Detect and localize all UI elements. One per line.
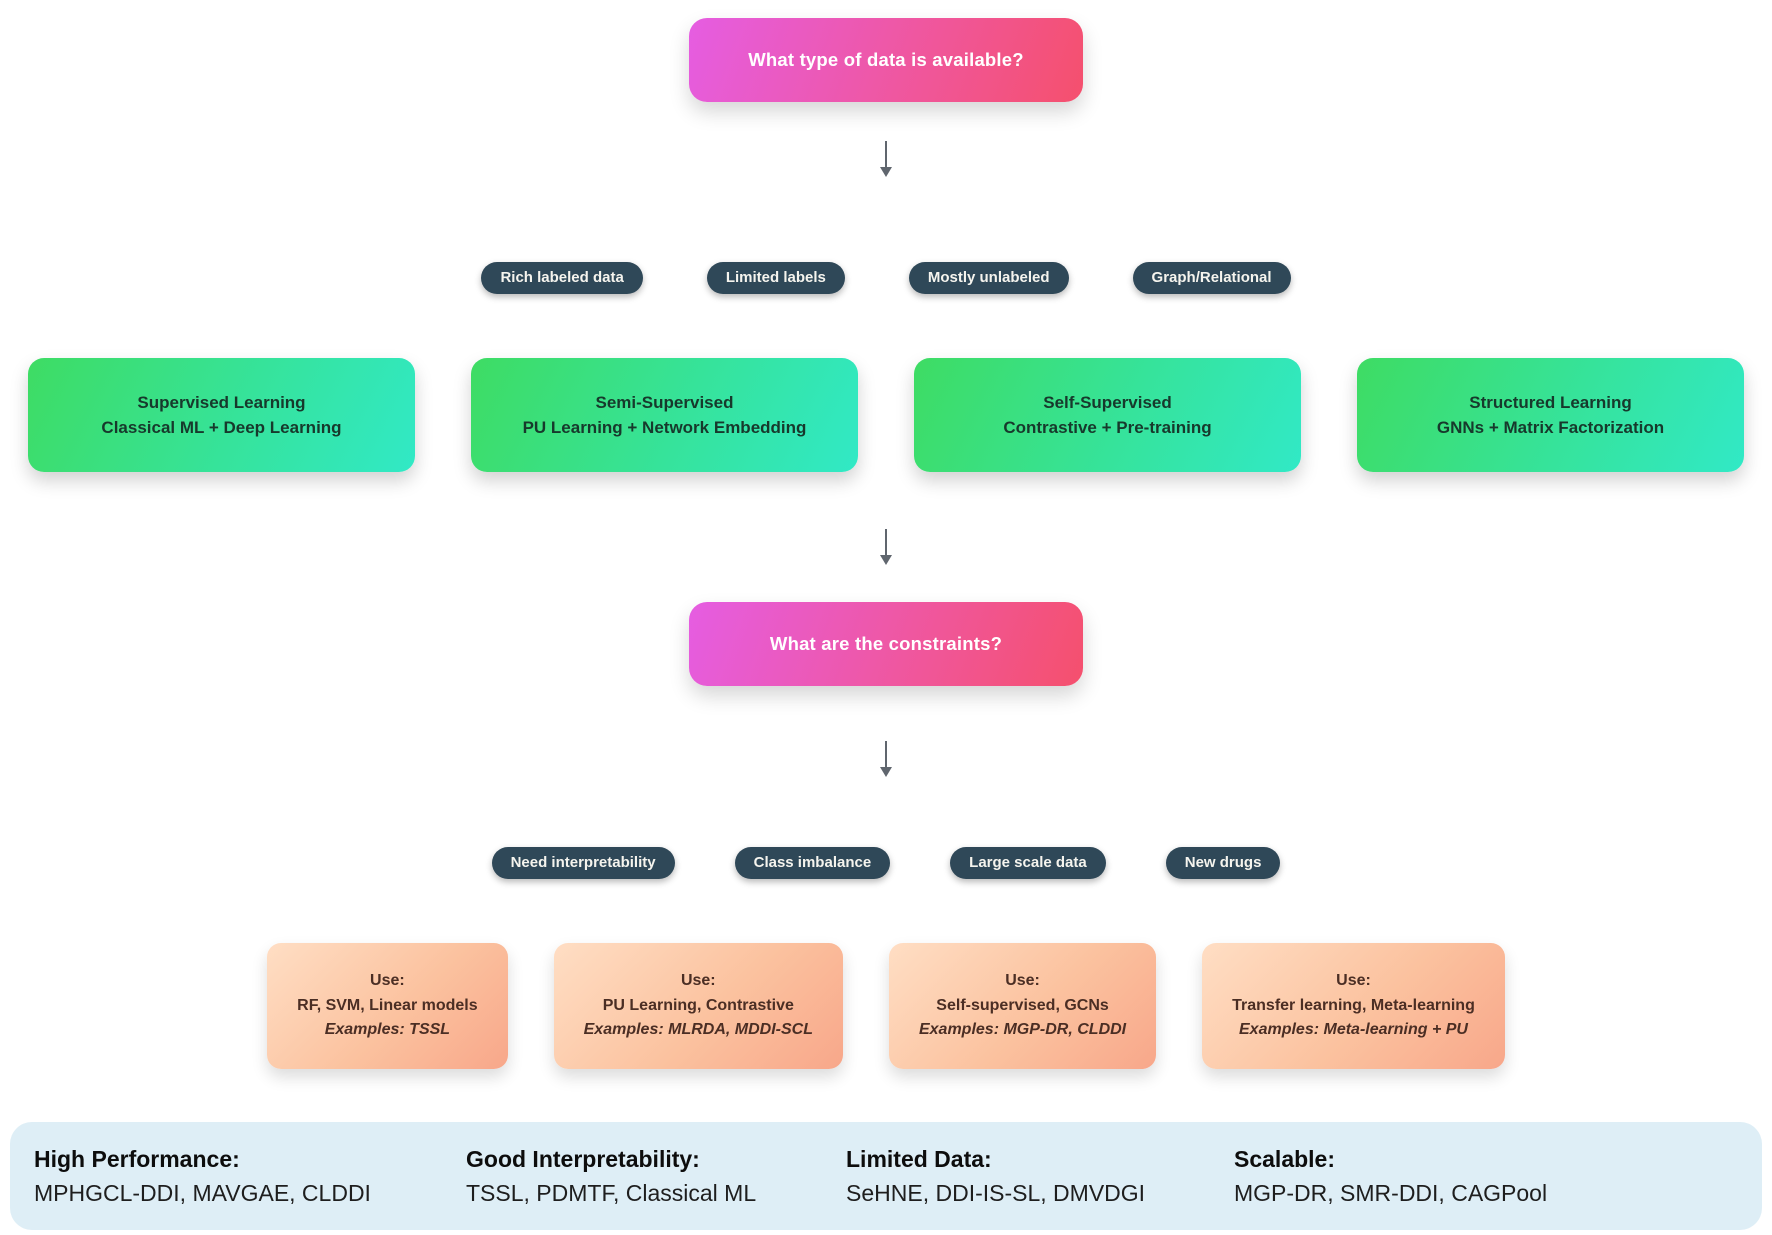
question-box-constraints: What are the constraints? (689, 602, 1083, 686)
recommendation-row: Use: RF, SVM, Linear models Examples: TS… (267, 943, 1505, 1069)
approach-title: Self-Supervised (1043, 392, 1172, 412)
approach-subtitle: GNNs + Matrix Factorization (1436, 418, 1665, 437)
summary-models: TSSL, PDMTF, Classical ML (466, 1179, 757, 1206)
summary-heading: High Performance: (34, 1145, 240, 1172)
constraint-pill-row: Need interpretability Class imbalance La… (491, 847, 1281, 879)
summary-heading: Scalable: (1234, 1145, 1335, 1172)
approach-subtitle: PU Learning + Network Embedding (522, 418, 807, 437)
down-arrow-icon (876, 140, 896, 178)
down-arrow-icon (876, 740, 896, 778)
recommended-methods: Transfer learning, Meta-learning (1232, 996, 1475, 1014)
pill-new-drugs: New drugs (1165, 847, 1281, 879)
pill-large-scale-data: Large scale data (950, 847, 1106, 879)
pill-limited-labels: Limited labels (706, 262, 845, 294)
down-arrow-icon (876, 528, 896, 566)
pill-need-interpretability: Need interpretability (491, 847, 675, 879)
question-text: What type of data is available? (748, 49, 1024, 70)
summary-models: SeHNE, DDI-IS-SL, DMVDGI (846, 1179, 1146, 1206)
summary-col-scalable: Scalable: MGP-DR, SMR-DDI, CAGPool (1234, 1146, 1738, 1207)
recommended-examples: Examples: MGP-DR, CLDDI (918, 1021, 1127, 1039)
approach-box-structured: Structured Learning GNNs + Matrix Factor… (1357, 358, 1744, 472)
recommendation-box-imbalance: Use: PU Learning, Contrastive Examples: … (553, 943, 843, 1069)
approach-title: Semi-Supervised (595, 392, 734, 412)
recommendation-box-large-scale: Use: Self-supervised, GCNs Examples: MGP… (888, 943, 1157, 1069)
recommended-methods: RF, SVM, Linear models (297, 996, 478, 1014)
approach-box-self-supervised: Self-Supervised Contrastive + Pre-traini… (914, 358, 1301, 472)
question-text: What are the constraints? (769, 633, 1003, 654)
pill-mostly-unlabeled: Mostly unlabeled (908, 262, 1069, 294)
pill-graph-relational: Graph/Relational (1132, 262, 1291, 294)
approach-box-semi-supervised: Semi-Supervised PU Learning + Network Em… (471, 358, 858, 472)
summary-col-limited-data: Limited Data: SeHNE, DDI-IS-SL, DMVDGI (846, 1146, 1234, 1207)
approach-title: Structured Learning (1469, 392, 1632, 412)
approach-subtitle: Classical ML + Deep Learning (101, 418, 342, 437)
summary-band: High Performance: MPHGCL-DDI, MAVGAE, CL… (10, 1122, 1762, 1230)
recommendation-box-new-drugs: Use: Transfer learning, Meta-learning Ex… (1202, 943, 1505, 1069)
recommended-examples: Examples: MLRDA, MDDI-SCL (583, 1021, 813, 1039)
summary-heading: Limited Data: (846, 1145, 992, 1172)
use-label: Use: (1336, 971, 1371, 989)
approach-row: Supervised Learning Classical ML + Deep … (0, 358, 1772, 472)
use-label: Use: (680, 971, 716, 989)
pill-rich-labeled-data: Rich labeled data (481, 262, 643, 294)
recommended-methods: Self-supervised, GCNs (936, 996, 1109, 1014)
use-label: Use: (370, 971, 405, 989)
summary-models: MPHGCL-DDI, MAVGAE, CLDDI (34, 1179, 371, 1206)
pill-class-imbalance: Class imbalance (734, 847, 891, 879)
approach-title: Supervised Learning (137, 392, 306, 412)
question-box-data-type: What type of data is available? (689, 18, 1083, 102)
recommended-examples: Examples: Meta-learning + PU (1239, 1021, 1468, 1039)
summary-heading: Good Interpretability: (466, 1145, 700, 1172)
use-label: Use: (1005, 971, 1040, 989)
data-type-pill-row: Rich labeled data Limited labels Mostly … (481, 262, 1291, 294)
recommended-methods: PU Learning, Contrastive (602, 996, 794, 1014)
summary-models: MGP-DR, SMR-DDI, CAGPool (1234, 1179, 1548, 1206)
summary-col-interpretability: Good Interpretability: TSSL, PDMTF, Clas… (466, 1146, 846, 1207)
recommendation-box-interpretability: Use: RF, SVM, Linear models Examples: TS… (267, 943, 508, 1069)
approach-subtitle: Contrastive + Pre-training (1003, 418, 1212, 437)
recommended-examples: Examples: TSSL (324, 1021, 451, 1039)
summary-col-high-performance: High Performance: MPHGCL-DDI, MAVGAE, CL… (34, 1146, 466, 1207)
approach-box-supervised: Supervised Learning Classical ML + Deep … (28, 358, 415, 472)
